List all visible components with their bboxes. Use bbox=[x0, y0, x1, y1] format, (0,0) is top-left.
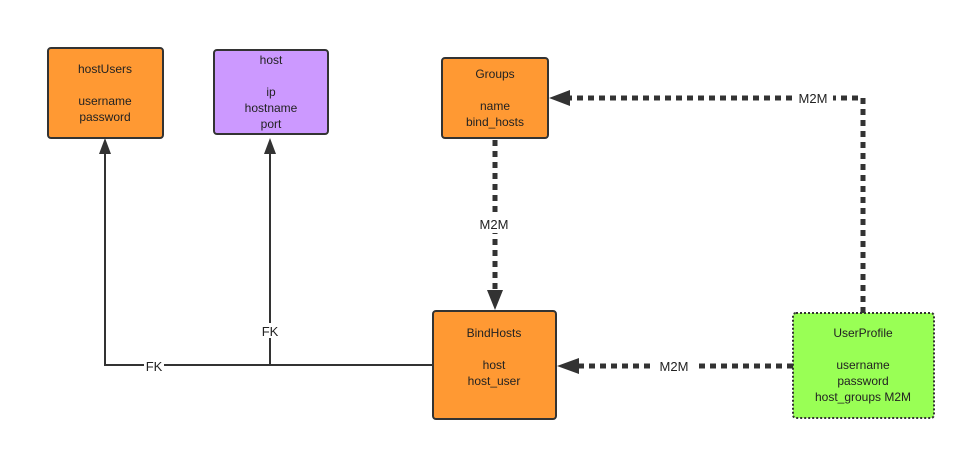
node-field: host bbox=[483, 358, 506, 372]
edge-groups-to-bindhosts: M2M bbox=[474, 140, 514, 310]
arrowhead-icon bbox=[549, 90, 570, 106]
node-field: bind_hosts bbox=[466, 115, 524, 129]
edge-bindhosts-to-host: FK bbox=[260, 138, 433, 366]
edge-label-fk-hostusers: FK bbox=[146, 359, 163, 374]
node-field: username bbox=[836, 358, 890, 372]
arrowhead-icon bbox=[487, 290, 503, 310]
node-groups[interactable]: Groups name bind_hosts bbox=[441, 57, 549, 139]
edge-label-m2m-profile-groups: M2M bbox=[799, 91, 828, 106]
node-bindhosts[interactable]: BindHosts host host_user bbox=[432, 310, 557, 420]
edge-userprofile-to-bindhosts: M2M bbox=[557, 358, 793, 375]
node-field: port bbox=[261, 117, 282, 131]
node-title: hostUsers bbox=[78, 62, 132, 76]
node-host[interactable]: host ip hostname port bbox=[213, 49, 329, 135]
node-field: host_user bbox=[468, 374, 521, 388]
node-field: password bbox=[79, 110, 130, 124]
arrowhead-icon bbox=[264, 138, 276, 154]
edge-userprofile-to-groups: M2M bbox=[549, 90, 866, 313]
node-hostusers[interactable]: hostUsers username password bbox=[47, 47, 164, 139]
node-field: username bbox=[78, 94, 132, 108]
node-title: BindHosts bbox=[467, 326, 522, 340]
edge-label-m2m-profile-bindhosts: M2M bbox=[660, 359, 689, 374]
node-title: host bbox=[260, 53, 283, 67]
node-field: host_groups M2M bbox=[815, 390, 911, 404]
arrowhead-icon bbox=[557, 358, 579, 374]
node-title: UserProfile bbox=[833, 326, 893, 340]
node-field: hostname bbox=[245, 101, 298, 115]
node-field: name bbox=[480, 99, 510, 113]
arrowhead-icon bbox=[99, 138, 111, 154]
edge-label-m2m-groups-bindhosts: M2M bbox=[480, 217, 509, 232]
node-field: ip bbox=[266, 85, 276, 99]
node-title: Groups bbox=[475, 67, 514, 81]
node-userprofile[interactable]: UserProfile username password host_group… bbox=[792, 312, 935, 419]
node-field: password bbox=[837, 374, 888, 388]
edge-label-fk-host: FK bbox=[262, 324, 279, 339]
